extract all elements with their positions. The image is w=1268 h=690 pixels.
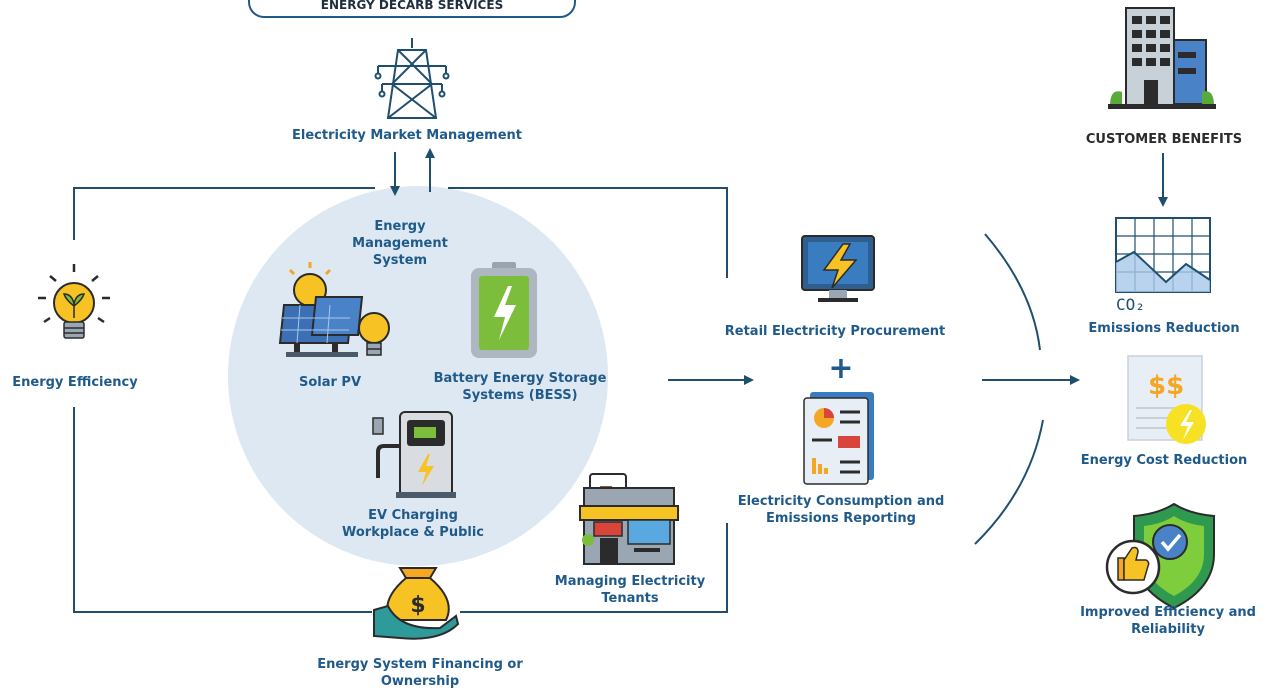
- retail-label: Retail Electricity Procurement: [724, 324, 946, 339]
- bess-label: Battery Energy Storage Systems (BESS): [433, 371, 607, 403]
- co2-label: CO₂: [1116, 295, 1145, 314]
- invoice-icon: $$: [1127, 355, 1206, 444]
- efficiency-label: Energy Efficiency: [12, 375, 138, 390]
- money-bag-icon: $: [373, 567, 460, 640]
- improved-label: Improved Efficiency and Reliability: [1080, 605, 1256, 637]
- customer-benefits-label: CUSTOMER BENEFITS: [1085, 132, 1243, 147]
- title-box: ENERGY DECARB SERVICES: [248, 0, 576, 18]
- ems-label: Energy Management System: [352, 219, 448, 268]
- office-building-icon: [1108, 7, 1216, 109]
- cost-label: Energy Cost Reduction: [1080, 453, 1248, 468]
- market-arrows: [390, 148, 435, 196]
- lightbulb-icon: [38, 264, 110, 339]
- financing-label: Energy System Financing or Ownership: [317, 657, 523, 689]
- ev-label: EV Charging Workplace & Public: [341, 508, 485, 540]
- benefit-arcs: [974, 233, 1044, 545]
- emissions-label: Emissions Reduction: [1088, 321, 1240, 336]
- connector-lines: [73, 187, 728, 613]
- reporting-label: Electricity Consumption and Emissions Re…: [737, 494, 945, 526]
- solar-panel-icon: [278, 262, 390, 357]
- battery-icon: [471, 262, 537, 358]
- page-title: ENERGY DECARB SERVICES: [320, 0, 504, 12]
- market-label: Electricity Market Management: [292, 128, 522, 143]
- plus-sign: +: [828, 351, 854, 386]
- shield-check-icon: [1105, 502, 1215, 610]
- money-bag-dollar: $: [410, 593, 425, 618]
- ev-charger-icon: [372, 411, 456, 498]
- tenants-label: Managing Electricity Tenants: [554, 574, 706, 606]
- monitor-bolt-icon: [801, 235, 875, 302]
- co2-chart-icon: CO₂: [1115, 217, 1211, 314]
- flow-arrows: [668, 153, 1168, 385]
- report-icon: [803, 392, 874, 485]
- invoice-dollars: $$: [1148, 371, 1184, 401]
- transmission-tower-icon: [374, 38, 450, 119]
- storefront-icon: [579, 473, 679, 565]
- solar-label: Solar PV: [298, 375, 362, 390]
